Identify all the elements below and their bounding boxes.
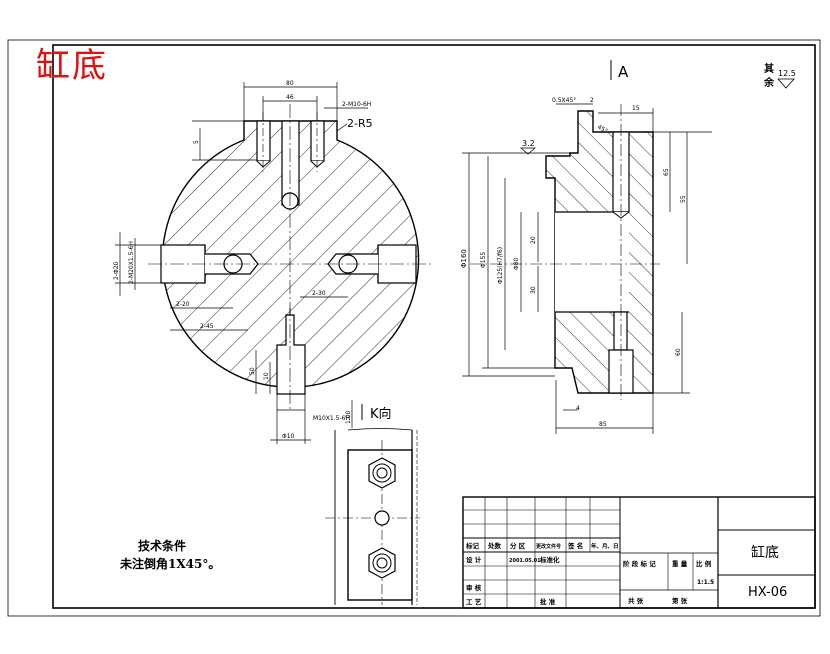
dim-d160: Φ160 bbox=[460, 249, 468, 268]
tb-ratio: 比 例 bbox=[696, 559, 712, 568]
dim-r5: 2-R5 bbox=[347, 117, 373, 130]
right-dimensions bbox=[462, 103, 712, 434]
tb-sheets-total: 共 张 bbox=[628, 596, 644, 605]
outer-border bbox=[7, 39, 821, 617]
tb-drawing-no: HX-06 bbox=[748, 585, 787, 600]
technical-requirements: 技术条件 未注倒角1X45°。 bbox=[120, 537, 220, 573]
dim-60: 60 bbox=[675, 348, 682, 356]
left-dimension-labels: 80 46 2-M10-6H 2-R5 5 2-Φ20 2-M20X1.5-6H… bbox=[113, 80, 373, 440]
dim-d155: Φ155 bbox=[480, 252, 487, 268]
dim-d80: Φ80 bbox=[513, 257, 520, 270]
tb-process: 工 艺 bbox=[466, 597, 482, 606]
tb-header-4: 签 名 bbox=[567, 541, 583, 550]
dim-55: 55 bbox=[680, 195, 687, 203]
dim-m-bottom: M10X1.5-6H bbox=[313, 415, 350, 422]
tb-stage: 阶 段 标 记 bbox=[623, 559, 656, 568]
dim-10b: 10 bbox=[263, 372, 270, 380]
dim-46: 46 bbox=[286, 94, 294, 101]
dim-h1: 20 bbox=[530, 236, 537, 244]
tb-header-2: 分 区 bbox=[510, 541, 526, 550]
rough-32: 3.2 bbox=[522, 139, 535, 148]
tb-sheet-no: 第 张 bbox=[672, 596, 688, 605]
left-section-view bbox=[148, 104, 432, 410]
tech-line-1: 未注倒角1X45°。 bbox=[120, 557, 221, 571]
dim-20: 2-20 bbox=[176, 301, 190, 308]
view-a-marker: A bbox=[610, 60, 629, 81]
tb-approve: 批 准 bbox=[540, 597, 556, 606]
tb-date: 2001.05.01 bbox=[509, 558, 541, 564]
dim-d10: Φ10 bbox=[282, 433, 295, 440]
dim-4: 4 bbox=[576, 405, 580, 412]
dim-65: 65 bbox=[663, 168, 670, 176]
dim-15: 15 bbox=[632, 105, 640, 112]
roughness-value: 12.5 bbox=[778, 69, 796, 78]
dim-2: 2 bbox=[590, 97, 594, 104]
tb-part-name: 缸底 bbox=[751, 544, 779, 561]
view-a-label: A bbox=[618, 63, 629, 81]
tb-header-5: 年、月、日 bbox=[591, 542, 619, 550]
dim-45: 2-45 bbox=[200, 323, 214, 330]
dim-80: 80 bbox=[286, 80, 294, 87]
dim-5: 5 bbox=[193, 140, 200, 144]
tech-heading: 技术条件 bbox=[138, 539, 187, 553]
right-dimension-labels: 0.5X45° 2 15 45° 3.2 Φ160 Φ155 Φ125(H7/f… bbox=[460, 97, 687, 428]
dim-side-v: 2-Φ20 bbox=[113, 261, 120, 280]
roughness-char-bottom: 余 bbox=[763, 76, 775, 89]
left-dimensions bbox=[115, 82, 368, 444]
inner-border bbox=[52, 44, 816, 609]
title-block-text: 标记 处数 分 区 更改文件号 签 名 年、月、日 设 计 2001.05.01… bbox=[465, 541, 787, 606]
roughness-symbol: 其 余 12.5 bbox=[763, 62, 796, 89]
dim-angle: 45° bbox=[596, 124, 609, 135]
dim-m-top: 2-M10-6H bbox=[342, 101, 371, 108]
tb-header-3: 更改文件号 bbox=[536, 543, 561, 550]
tb-review: 审 核 bbox=[466, 583, 482, 592]
tb-designer: 设 计 bbox=[466, 555, 482, 564]
dim-30: 2-30 bbox=[312, 290, 326, 297]
dim-50: 50 bbox=[249, 367, 256, 375]
handwritten-title: 缸底 bbox=[36, 46, 108, 86]
dim-chamfer: 0.5X45° bbox=[552, 97, 576, 104]
dim-85: 85 bbox=[599, 421, 607, 428]
roughness-char-top: 其 bbox=[764, 62, 774, 75]
tb-scale: 1:1.5 bbox=[697, 579, 714, 586]
dim-m-side: 2-M20X1.5-6H bbox=[128, 241, 135, 284]
title-block bbox=[462, 496, 816, 609]
dim-100: 1.00 bbox=[345, 410, 352, 424]
dim-d125: Φ125(H7/f6) bbox=[497, 247, 504, 284]
tb-header-0: 标记 bbox=[465, 541, 480, 550]
dim-h2: 30 bbox=[530, 286, 537, 294]
right-section-view bbox=[470, 104, 660, 400]
tb-standard: 标准化 bbox=[539, 555, 560, 564]
view-k-label: K向 bbox=[370, 406, 392, 422]
k-view: K向 bbox=[325, 404, 420, 605]
tb-weight: 重 量 bbox=[672, 559, 688, 568]
tb-header-1: 处数 bbox=[487, 541, 502, 550]
